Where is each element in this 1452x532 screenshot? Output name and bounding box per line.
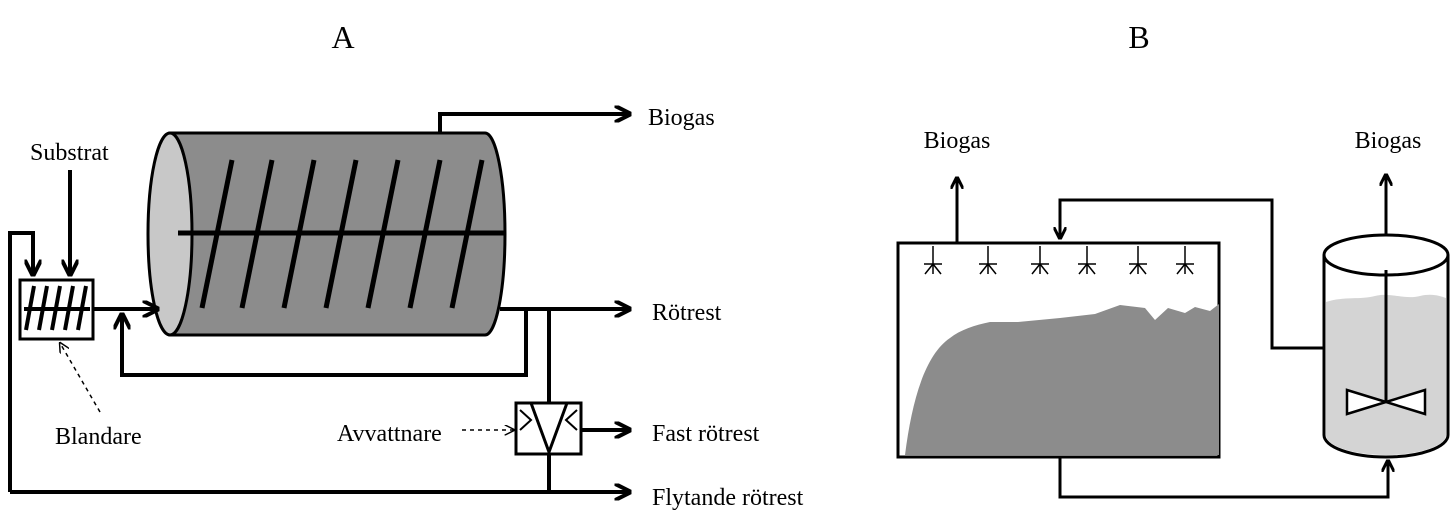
label-flytande-rotrest: Flytande rötrest	[652, 485, 804, 511]
panel-a: A Biogas Substrat	[8, 19, 804, 511]
sprinkler	[1176, 246, 1194, 275]
label-biogas-left: Biogas	[924, 128, 991, 154]
label-substrat: Substrat	[30, 140, 109, 166]
label-blandare: Blandare	[55, 424, 142, 450]
percolate-return-arrow	[1060, 198, 1324, 350]
drum-blades	[199, 159, 485, 309]
label-rotrest: Rötrest	[652, 300, 722, 326]
panel-b: B Biogas	[896, 19, 1450, 499]
dewaterer-v	[529, 402, 569, 457]
panel-b-title: B	[1128, 19, 1149, 55]
dewaterer	[514, 401, 583, 457]
drum-blade	[199, 159, 235, 309]
label-biogas-right: Biogas	[1355, 128, 1422, 154]
drum-blade	[323, 159, 359, 309]
label-biogas-a: Biogas	[648, 105, 715, 131]
drum-blade	[407, 159, 443, 309]
mixer-box	[18, 278, 95, 341]
label-avvattnare: Avvattnare	[337, 421, 442, 447]
sprinkler	[1129, 246, 1147, 275]
tank-top	[1322, 233, 1450, 277]
tank-wall	[1322, 255, 1450, 459]
sprinkler	[1031, 246, 1049, 275]
drum-blade	[449, 159, 485, 309]
drum-reactor	[146, 131, 507, 337]
sprinklers	[924, 246, 1194, 275]
agitator-blade-left	[1345, 388, 1391, 416]
sprinkler	[1078, 246, 1096, 275]
drum-blade	[281, 159, 317, 309]
drum-blade	[365, 159, 401, 309]
batch-reactor	[896, 241, 1221, 459]
sprinkler	[924, 246, 942, 275]
agitator-blade-right	[1381, 388, 1427, 416]
biogas-outlet-arrow	[438, 114, 628, 133]
substrate-pile	[905, 304, 1219, 455]
stirred-tank	[1322, 233, 1450, 459]
label-fast-rotrest: Fast rötrest	[652, 421, 760, 447]
liquid-return-arrow	[8, 231, 33, 492]
recirculation-arrow	[122, 307, 528, 377]
blandare-pointer	[60, 343, 101, 413]
percolate-drain-arrow	[1058, 457, 1388, 499]
drum-blade	[239, 159, 275, 309]
sprinkler	[979, 246, 997, 275]
panel-a-title: A	[331, 19, 354, 55]
